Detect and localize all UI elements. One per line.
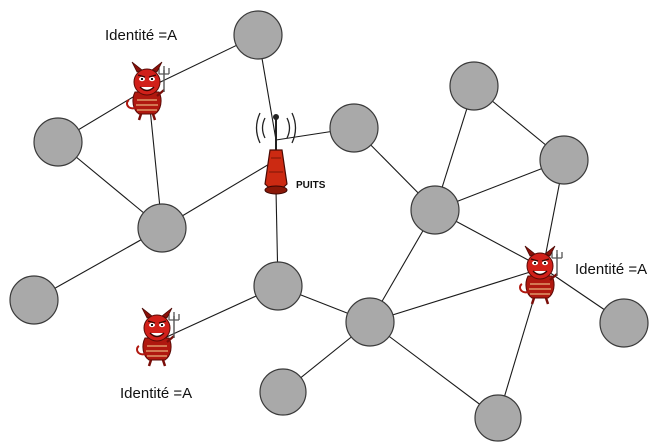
node: [474, 394, 522, 442]
node: [410, 185, 460, 235]
node: [137, 203, 187, 253]
devil-icon: [125, 60, 171, 122]
devil-icon: [518, 244, 564, 306]
node: [329, 103, 379, 153]
edge: [369, 267, 544, 323]
node: [253, 261, 303, 311]
antenna-icon: [255, 112, 297, 195]
sink-label: PUITS: [296, 180, 326, 191]
node: [599, 298, 649, 348]
node: [33, 117, 83, 167]
nodes: [9, 10, 649, 442]
node: [9, 275, 59, 325]
edges: [33, 34, 625, 419]
node: [259, 368, 307, 416]
edge: [369, 321, 499, 419]
devil-icon: [135, 306, 181, 368]
intruder-identity-label: Identité =A: [105, 27, 177, 44]
intruder-identity-label: Identité =A: [120, 385, 192, 402]
intruder-identity-label: Identité =A: [575, 261, 647, 278]
node: [233, 10, 283, 60]
node: [449, 61, 499, 111]
node: [345, 297, 395, 347]
node: [539, 135, 589, 185]
